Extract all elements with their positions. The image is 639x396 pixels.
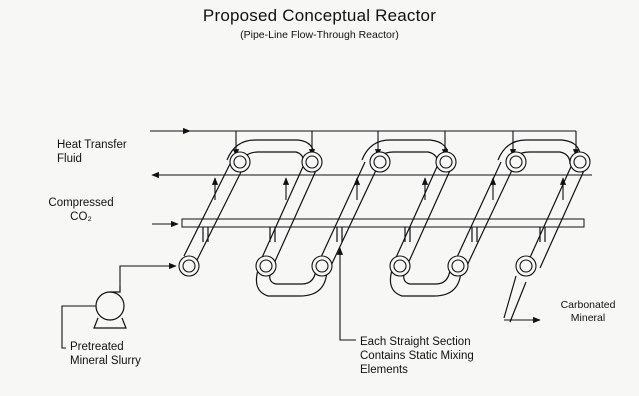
mixing-elements-label: Each Straight Section Contains Static Mi… xyxy=(360,336,474,376)
diagram-title: Proposed Conceptual Reactor xyxy=(202,6,437,25)
carbonated-mineral-label: Carbonated Mineral xyxy=(560,299,616,324)
flange-icon xyxy=(178,255,200,277)
flange-icon xyxy=(569,151,591,173)
flange-icon xyxy=(435,151,457,173)
diagram-subtitle: (Pipe-Line Flow-Through Reactor) xyxy=(240,29,399,41)
flange-icon xyxy=(389,255,411,277)
co2-header xyxy=(152,218,585,242)
flange-icon xyxy=(447,255,469,277)
slurry-feed-line xyxy=(119,262,177,286)
flanges xyxy=(178,151,591,277)
flange-icon xyxy=(255,255,277,277)
flange-icon xyxy=(505,151,527,173)
flange-icon xyxy=(229,151,251,173)
heat-transfer-label: Heat Transfer Fluid xyxy=(57,139,127,165)
slurry-label: Pretreated Mineral Slurry xyxy=(70,341,141,367)
flange-icon xyxy=(515,255,537,277)
flange-icon xyxy=(301,151,323,173)
flange-icon xyxy=(311,255,333,277)
flange-icon xyxy=(369,151,391,173)
co2-label: Compressed CO₂ xyxy=(48,197,114,223)
return-rises xyxy=(211,177,567,200)
slurry-inlet-line xyxy=(61,305,96,349)
pump-icon xyxy=(93,286,127,329)
mixing-leader-line xyxy=(336,247,356,341)
